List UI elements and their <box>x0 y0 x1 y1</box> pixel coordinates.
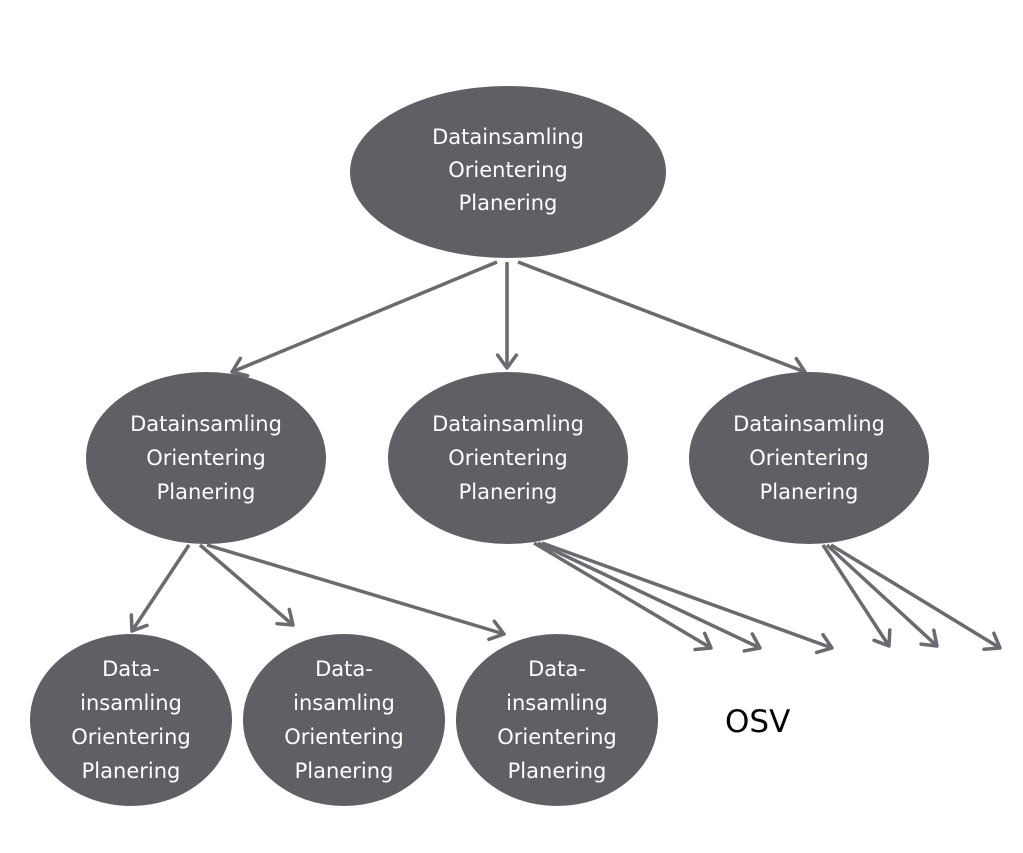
node-leaf-3-line-3: Orientering <box>497 725 617 749</box>
node-leaf-3-line-4: Planering <box>508 759 607 783</box>
edge-root-to-mid-left-line <box>231 260 498 374</box>
node-leaf-2-line-4: Planering <box>295 759 394 783</box>
continuation-arrow-5-line <box>825 543 939 648</box>
continuation-arrow-1-arrowhead <box>693 631 713 652</box>
node-mid-center-line-1: Datainsamling <box>432 412 584 436</box>
node-leaf-2-line-2: insamling <box>293 691 395 715</box>
node-leaf-1-line-1: Data- <box>102 657 160 681</box>
node-mid-right-ellipse <box>689 372 929 544</box>
node-root-line-3: Planering <box>459 191 558 215</box>
nodes-layer: DatainsamlingOrienteringPlaneringDatains… <box>30 86 929 806</box>
edge-mid-left-to-leaf-1-line <box>130 544 191 632</box>
node-mid-center-line-2: Orientering <box>448 446 568 470</box>
node-root-line-2: Orientering <box>448 158 568 182</box>
node-leaf-3-line-1: Data- <box>528 657 586 681</box>
edge-mid-left-to-leaf-2-arrowhead <box>275 607 295 627</box>
node-root-ellipse <box>350 86 666 258</box>
node-mid-right-line-2: Orientering <box>749 446 869 470</box>
continuation-arrows <box>533 541 1002 655</box>
edge-root-to-mid-left-arrowhead <box>230 356 250 378</box>
node-leaf-1-line-4: Planering <box>82 759 181 783</box>
node-root-line-1: Datainsamling <box>432 125 584 149</box>
continuation-arrow-4-arrowhead <box>872 628 892 648</box>
node-mid-left-ellipse <box>86 372 326 544</box>
node-leaf-3-line-2: insamling <box>506 691 608 715</box>
edge-root-to-mid-right-line <box>517 260 806 374</box>
continuation-arrow-4-line <box>821 544 891 647</box>
node-mid-center-ellipse <box>388 372 628 544</box>
node-leaf-1-line-2: insamling <box>80 691 182 715</box>
node-mid-right-line-1: Datainsamling <box>733 412 885 436</box>
continuation-arrow-6-line <box>830 543 1001 650</box>
edge-root-to-mid-center-arrowhead <box>495 353 519 370</box>
continuation-arrow-1-line <box>533 541 712 650</box>
node-mid-center-line-3: Planering <box>459 480 558 504</box>
edge-mid-left-to-leaf-3-arrowhead <box>487 619 506 642</box>
edge-mid-left-to-leaf-2-line <box>198 543 295 627</box>
node-leaf-2-line-3: Orientering <box>284 725 404 749</box>
continuation-arrow-6-arrowhead <box>982 631 1002 652</box>
edge-mid-left-to-leaf-1-arrowhead <box>129 613 149 633</box>
node-leaf-2-line-1: Data- <box>315 657 373 681</box>
continuation-arrow-2-line <box>537 541 761 650</box>
continuation-arrow-3-line <box>541 541 833 650</box>
continuation-arrow-3-arrowhead <box>814 633 834 655</box>
node-mid-left-line-3: Planering <box>157 480 256 504</box>
continuation-arrow-2-arrowhead <box>742 632 762 653</box>
node-mid-right-line-3: Planering <box>760 480 859 504</box>
node-mid-left-line-2: Orientering <box>146 446 266 470</box>
node-leaf-3-ellipse <box>456 634 658 806</box>
node-leaf-2-ellipse <box>243 634 445 806</box>
node-leaf-1-ellipse <box>30 634 232 806</box>
continuation-arrow-5-arrowhead <box>919 628 939 648</box>
node-mid-left-line-1: Datainsamling <box>130 412 282 436</box>
continuation-label: OSV <box>725 704 790 740</box>
node-leaf-1-line-3: Orientering <box>71 725 191 749</box>
edge-mid-left-to-leaf-3-line <box>206 543 505 636</box>
